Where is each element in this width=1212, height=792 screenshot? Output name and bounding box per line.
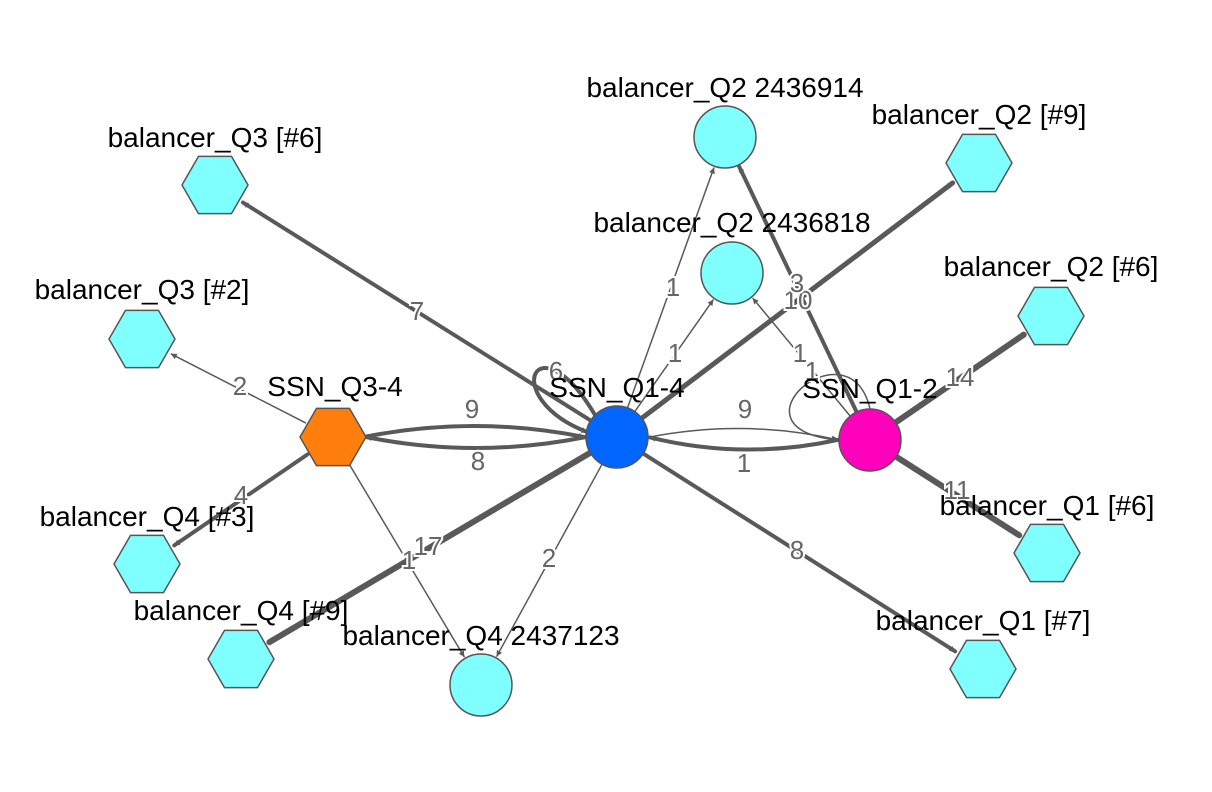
edges-layer: [170, 164, 1027, 658]
node-label-q2_9: balancer_Q2 [#9]: [872, 99, 1087, 130]
node-label-q2_6: balancer_Q2 [#6]: [944, 251, 1159, 282]
node-q3_2[interactable]: [108, 309, 176, 369]
edge-weight-label: 6: [549, 356, 563, 386]
node-label-ssn_q1_2: SSN_Q1-2: [802, 373, 937, 404]
edge-ssn_q1_4-to-ssn_q1_4: [532, 366, 597, 434]
edge-ssn_q3_4-to-ssn_q1_4: [362, 424, 586, 439]
node-label-ssn_q3_4: SSN_Q3-4: [267, 371, 402, 402]
node-label-q2_2436914: balancer_Q2 2436914: [586, 72, 863, 103]
node-q3_6[interactable]: [181, 155, 249, 215]
edge-ssn_q1_4-to-q2_2436818: [634, 299, 714, 413]
node-q4_9[interactable]: [207, 629, 275, 689]
node-q1_7[interactable]: [949, 639, 1017, 699]
edge-weight-label: 11: [944, 475, 971, 505]
node-q2_9[interactable]: [945, 133, 1013, 193]
node-labels-layer: SSN_Q1-4 SSN_Q1-2 SSN_Q3-4 balancer_Q2 2436…: [35, 72, 1159, 651]
edge-weight-label: 9: [738, 394, 752, 424]
edge-weight-label: 9: [465, 394, 479, 424]
edge-weight-label: 14: [946, 362, 975, 392]
node-q2_2436818[interactable]: [700, 241, 764, 305]
node-label-q1_7: balancer_Q1 [#7]: [876, 605, 1091, 636]
node-label-q2_2436818: balancer_Q2 2436818: [593, 207, 870, 238]
edge-ssn_q1_4-to-q4_2437123: [496, 463, 603, 657]
edge-weight-label: 1: [793, 338, 807, 368]
node-q1_6[interactable]: [1013, 523, 1081, 583]
edge-ssn_q3_4-to-q4_2437123: [348, 462, 465, 658]
node-ssn_q3_4[interactable]: [299, 407, 367, 467]
edge-ssn_q1_2-to-q1_6: [893, 453, 1023, 539]
edge-weight-label: 7: [410, 296, 424, 326]
edge-ssn_q1_4-to-q4_9: [266, 449, 594, 646]
edge-ssn_q1_2-to-ssn_q1_2: [788, 373, 871, 443]
edge-ssn_q1_4-to-q2_9: [639, 180, 956, 421]
node-label-ssn_q1_4: SSN_Q1-4: [549, 372, 684, 403]
edge-weight-label: 1: [737, 448, 751, 478]
edge-ssn_q1_4-to-ssn_q3_4: [364, 435, 588, 450]
nodes-layer: [108, 105, 1085, 717]
node-label-q4_2437123: balancer_Q4 2437123: [342, 620, 619, 651]
node-label-q1_6: balancer_Q1 [#6]: [940, 490, 1155, 521]
node-label-q3_2: balancer_Q3 [#2]: [35, 274, 250, 305]
edge-weight-label: 8: [471, 446, 485, 476]
edge-weight-label: 17: [414, 531, 443, 561]
edge-weight-label: 1: [668, 338, 682, 368]
node-ssn_q1_2[interactable]: [838, 408, 902, 472]
edge-weight-label: 1: [666, 272, 680, 302]
node-ssn_q1_4[interactable]: [585, 405, 649, 469]
edge-ssn_q1_4-to-q2_2436914: [626, 167, 715, 409]
edge-weight-label: 1: [805, 356, 819, 386]
edge-ssn_q1_2-to-ssn_q1_4: [647, 435, 842, 452]
edge-weight-label: 4: [234, 480, 248, 510]
edge-ssn_q1_2-to-q2_2436914: [737, 164, 859, 415]
edge-ssn_q1_4-to-q1_7: [641, 451, 958, 654]
edge-weight-label: 3: [790, 268, 804, 298]
edge-ssn_q3_4-to-q4_3: [172, 452, 310, 548]
node-label-q4_9: balancer_Q4 [#9]: [134, 595, 349, 626]
edge-weight-label: 8: [790, 535, 804, 565]
edge-weight-label: 2: [233, 371, 247, 401]
edge-ssn_q3_4-to-q3_2: [170, 353, 307, 424]
node-label-q4_3: balancer_Q4 [#3]: [40, 501, 255, 532]
node-q2_2436914[interactable]: [693, 105, 757, 169]
edge-weight-label: 10: [784, 285, 813, 315]
edge-ssn_q1_2-to-q2_6: [892, 331, 1027, 426]
node-q2_6[interactable]: [1017, 286, 1085, 346]
edge-ssn_q1_2-to-q2_2436818: [752, 297, 852, 417]
edge-weight-label: 2: [542, 543, 556, 573]
node-q4_3[interactable]: [113, 534, 181, 594]
edge-weight-label: 1: [402, 545, 416, 575]
node-label-q3_6: balancer_Q3 [#6]: [108, 122, 323, 153]
node-q4_2437123[interactable]: [449, 653, 513, 717]
